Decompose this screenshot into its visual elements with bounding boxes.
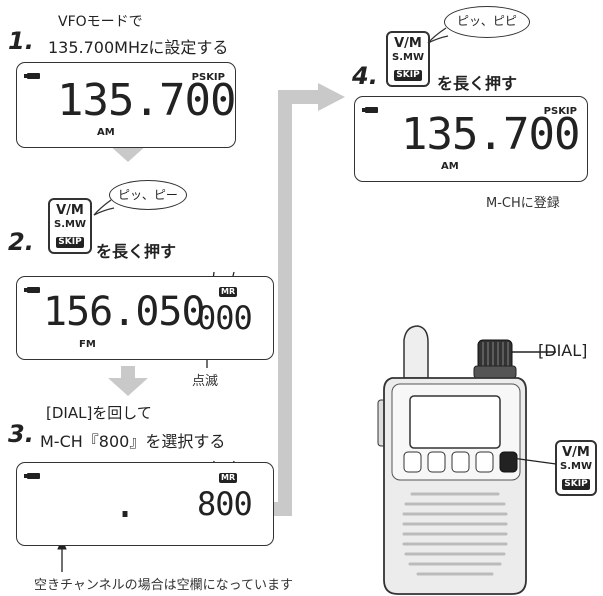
channel-display: 800: [197, 485, 253, 523]
step4-instruction: を長く押す: [437, 74, 518, 93]
step1-pre-text: VFOモードで: [58, 14, 143, 30]
step2-beep-bubble: ピッ、ピー: [109, 180, 187, 210]
step3-lcd: . MR 800: [16, 462, 274, 546]
battery-icon: [362, 107, 378, 113]
battery-icon: [24, 473, 40, 479]
radio-vm-key: V/M S.MW SKIP: [555, 440, 597, 496]
frequency-display: 156.050: [43, 289, 206, 335]
step4-lcd: PSKIP 135.700 AM: [354, 96, 588, 182]
down-arrow-2: [108, 366, 148, 396]
battery-icon: [24, 73, 40, 79]
step3-pre-text: [DIAL]を回して: [46, 404, 152, 422]
step2-vm-key: V/M S.MW SKIP: [48, 198, 92, 254]
radio-screen: [409, 395, 501, 449]
step4-vm-key: V/M S.MW SKIP: [386, 31, 430, 87]
step2-bubble-tail: [93, 199, 115, 216]
register-note: M-CHに登録: [486, 196, 560, 211]
step3-instruction: M-CH『800』を選択する: [40, 432, 226, 451]
frequency-display: .: [113, 481, 137, 527]
step4-beep-bubble: ピッ、ピピ: [444, 6, 530, 38]
step1-instruction: 135.700MHzに設定する: [48, 38, 229, 57]
step4-number: 4.: [352, 62, 378, 90]
frequency-display: 135.700: [57, 75, 236, 126]
mr-indicator: MR: [219, 473, 238, 483]
mode-indicator: FM: [79, 339, 96, 350]
vm-key-pointer: [512, 457, 557, 465]
frequency-display: 135.700: [401, 109, 580, 160]
connector-arrowhead: [318, 83, 345, 111]
pskip-indicator: PSKIP: [543, 106, 577, 117]
battery-icon: [24, 287, 40, 293]
dial-label: [DIAL]: [538, 341, 588, 360]
step4-bubble-tail: [427, 27, 449, 44]
step3-number: 3.: [8, 420, 34, 448]
mode-indicator: AM: [97, 127, 115, 138]
step2-lcd: 156.050 FM MR 000: [16, 276, 274, 360]
radio-illustration: [377, 325, 527, 595]
highlighted-vm-button: [499, 451, 518, 473]
mode-indicator: AM: [441, 161, 459, 172]
step1-lcd: PSKIP 135.700 AM: [16, 62, 236, 148]
mr-indicator: MR: [219, 287, 238, 297]
step2-instruction: を長く押す: [96, 242, 177, 261]
step1-number: 1.: [8, 27, 34, 55]
antenna: [403, 325, 429, 379]
step2-number: 2.: [8, 228, 34, 256]
pskip-indicator: PSKIP: [191, 72, 225, 83]
blink-note: 点滅: [192, 374, 219, 389]
channel-display: 000: [197, 299, 253, 337]
empty-channel-note: 空きチャンネルの場合は空欄になっています: [34, 578, 293, 593]
